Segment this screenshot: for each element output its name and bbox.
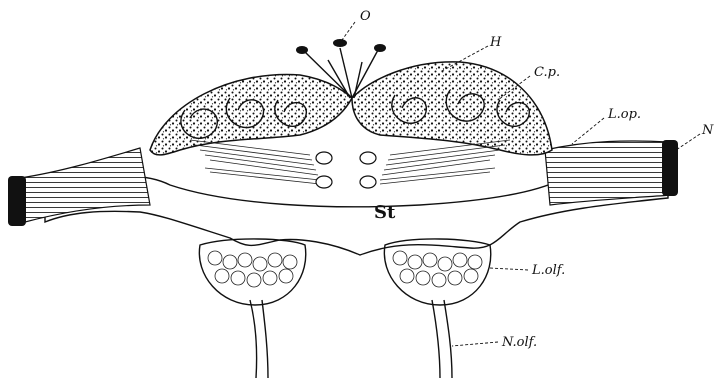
leader-n [676,134,700,150]
label-cp: C.p. [534,65,560,80]
right-olfactory-lobe [384,239,490,305]
leader-lolf [490,268,528,270]
left-fiber-fans [190,140,320,184]
right-end-cap [662,140,678,196]
right-lateral-tract [545,141,672,205]
leader-o [342,22,355,40]
left-dorsal-hemisphere [150,75,352,155]
left-knob-lower [316,176,332,188]
ocellus-right [374,44,386,52]
left-end-cap [8,176,26,226]
label-nolf: N.olf. [501,335,537,350]
label-lop: L.op. [607,107,641,122]
left-knob-upper [316,152,332,164]
label-h: H [489,35,502,50]
ocellus-center [333,39,347,47]
label-o: O [360,9,371,24]
right-glomeruli [393,251,482,287]
ocellus-left [296,46,308,54]
leader-lop [572,118,604,144]
label-n: N [701,123,714,138]
leader-nolf [452,342,498,346]
right-olfactory-nerve [432,300,452,378]
right-knob-upper [360,152,376,164]
right-knob-lower [360,176,376,188]
right-dorsal-hemisphere [352,62,552,155]
left-olfactory-lobe [199,239,305,305]
right-fiber-fans [380,140,510,184]
label-st: St [374,202,396,223]
left-glomeruli [208,251,297,287]
left-olfactory-nerve [250,300,268,378]
label-lolf: L.olf. [531,263,565,278]
